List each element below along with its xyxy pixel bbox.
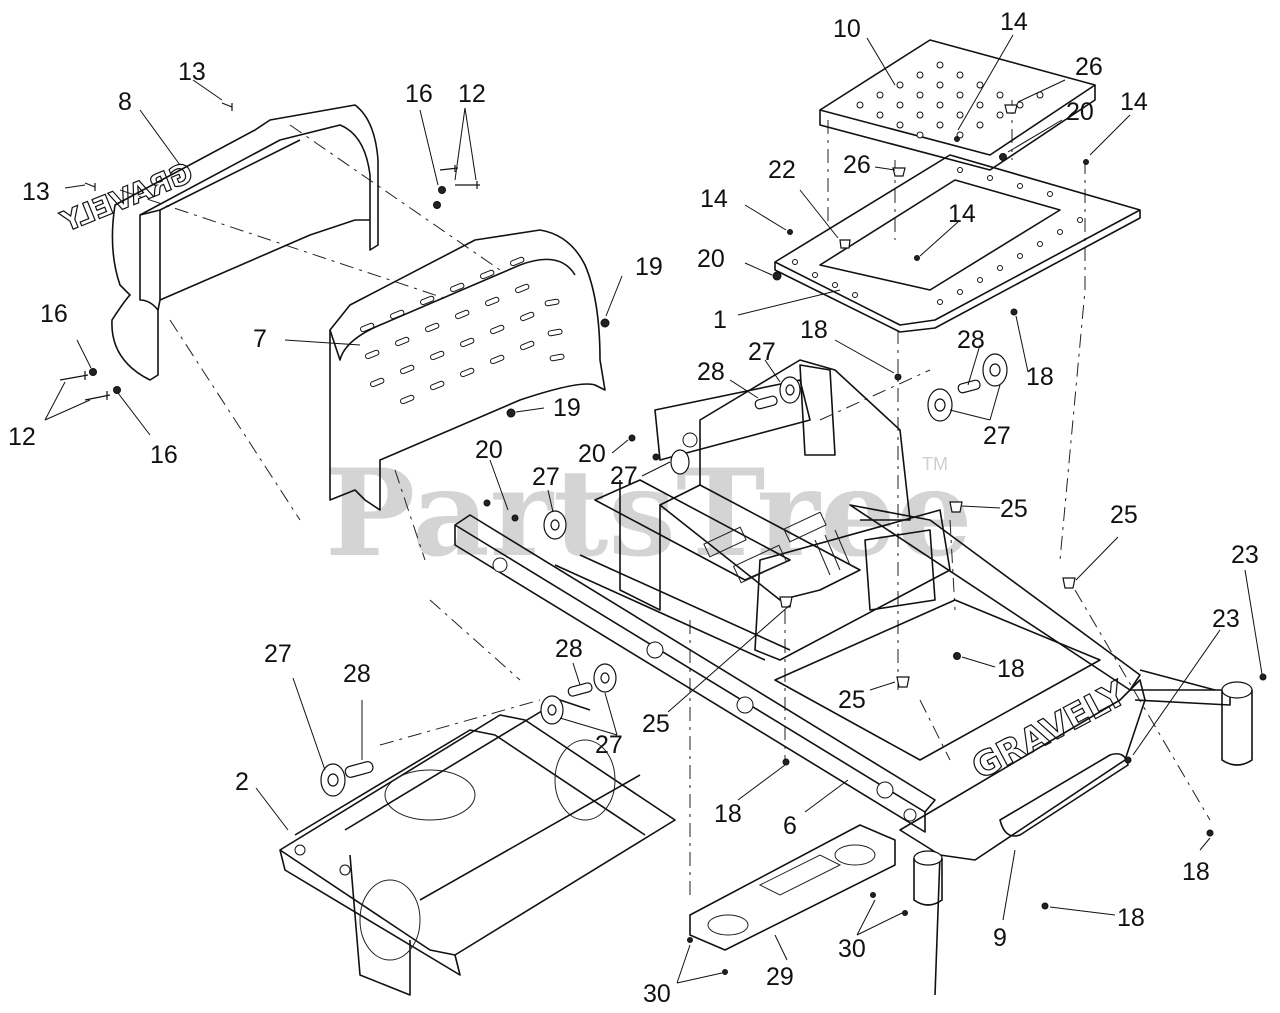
callout-numbers: 10 14 26 20 14 26 22 14 14 20 1 18 18 28… xyxy=(8,8,1259,1008)
callout-25: 25 xyxy=(1110,501,1138,529)
callout-16: 16 xyxy=(150,441,178,469)
callout-12: 12 xyxy=(458,80,486,108)
callout-22: 22 xyxy=(768,156,796,184)
watermark-tm: TM xyxy=(922,454,948,474)
callout-26: 26 xyxy=(843,151,871,179)
callout-27: 27 xyxy=(610,462,638,490)
callout-7: 7 xyxy=(253,325,267,353)
callout-28: 28 xyxy=(555,635,583,663)
callout-20: 20 xyxy=(1066,98,1094,126)
callout-20: 20 xyxy=(475,436,503,464)
callout-23: 23 xyxy=(1231,541,1259,569)
callout-30: 30 xyxy=(643,980,671,1008)
callout-14: 14 xyxy=(1000,8,1028,36)
callout-18: 18 xyxy=(714,800,742,828)
part-10-top-plate xyxy=(819,39,1096,171)
callout-10: 10 xyxy=(833,15,861,43)
callout-14: 14 xyxy=(1120,88,1148,116)
callout-14: 14 xyxy=(700,185,728,213)
part-9-bumper-pad xyxy=(999,752,1129,837)
callout-18: 18 xyxy=(997,655,1025,683)
bushings-pins xyxy=(320,353,1008,797)
callout-27: 27 xyxy=(983,422,1011,450)
callout-18: 18 xyxy=(1182,858,1210,886)
callout-27: 27 xyxy=(264,640,292,668)
callout-27: 27 xyxy=(532,463,560,491)
callout-13: 13 xyxy=(22,178,50,206)
callout-26: 26 xyxy=(1075,53,1103,81)
callout-16: 16 xyxy=(405,80,433,108)
rear-guard-logo-text: GRAVELY xyxy=(56,156,198,239)
callout-28: 28 xyxy=(343,660,371,688)
callout-19: 19 xyxy=(553,394,581,422)
callout-28: 28 xyxy=(697,358,725,386)
callout-2: 2 xyxy=(235,768,249,796)
callout-28: 28 xyxy=(957,326,985,354)
callout-30: 30 xyxy=(838,935,866,963)
callout-6: 6 xyxy=(783,812,797,840)
part-1-seat-frame xyxy=(774,154,1141,333)
callout-18: 18 xyxy=(1117,904,1145,932)
callout-1: 1 xyxy=(713,306,727,334)
callout-18: 18 xyxy=(800,316,828,344)
callout-20: 20 xyxy=(578,440,606,468)
callout-27: 27 xyxy=(748,338,776,366)
callout-18: 18 xyxy=(1026,363,1054,391)
callout-9: 9 xyxy=(993,924,1007,952)
callout-23: 23 xyxy=(1212,605,1240,633)
callout-13: 13 xyxy=(178,58,206,86)
callout-16: 16 xyxy=(40,300,68,328)
callout-25: 25 xyxy=(642,710,670,738)
rear-guard-logo: GRAVELY xyxy=(55,155,198,239)
leader-lines xyxy=(44,34,1263,984)
callout-12: 12 xyxy=(8,423,36,451)
callout-20: 20 xyxy=(697,245,725,273)
callout-8: 8 xyxy=(118,88,132,116)
callout-25: 25 xyxy=(838,686,866,714)
callout-25: 25 xyxy=(1000,495,1028,523)
part-29-skid-plate xyxy=(689,824,896,951)
callout-29: 29 xyxy=(766,963,794,991)
callout-14: 14 xyxy=(948,200,976,228)
watermark: PartsTree xyxy=(325,443,972,584)
part-7-heat-shield xyxy=(329,229,606,511)
fasteners xyxy=(59,102,1267,975)
callout-27: 27 xyxy=(595,731,623,759)
callout-19: 19 xyxy=(635,253,663,281)
